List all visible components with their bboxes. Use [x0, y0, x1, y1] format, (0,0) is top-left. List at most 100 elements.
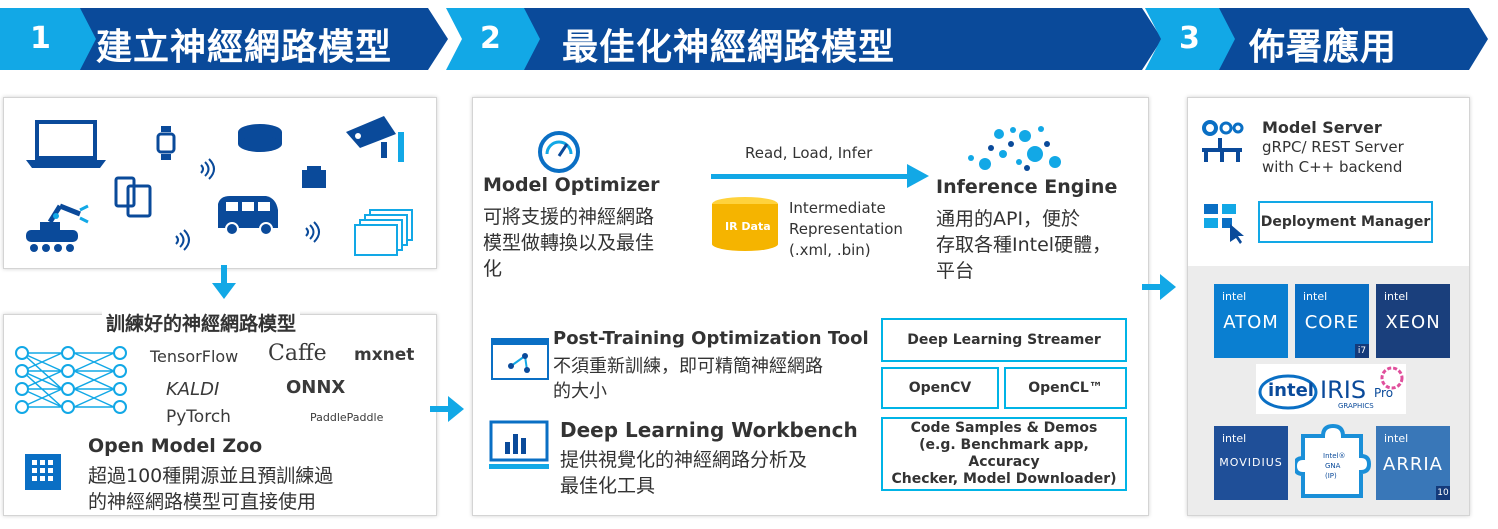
chip-core: intel CORE i7 [1295, 284, 1369, 358]
chip-movidius-brand: intel [1222, 432, 1247, 445]
security-camera-icon [346, 116, 404, 162]
framework-pytorch: PyTorch [166, 407, 231, 427]
step-2-title: 最佳化神經網路模型 [562, 27, 896, 68]
framework-paddlepaddle: PaddlePaddle [310, 411, 384, 424]
step-3-banner-shape [1145, 8, 1488, 70]
inference-engine-icon [968, 126, 1061, 171]
ir-line-1: Intermediate [789, 199, 886, 217]
inference-engine-desc-line1: 通用的API，便於 [936, 208, 1081, 230]
laptop-icon [26, 120, 106, 168]
models-panel: 訓練好的神經網路模型 TensorFlow Caffe mxnet KALDI … [3, 309, 437, 516]
chip-core-name: CORE [1304, 312, 1360, 333]
right-arrow-icon [1142, 274, 1176, 300]
iris-pro-logo: intel IRIS Pro GRAPHICS [1256, 364, 1406, 414]
step-2-number: 2 [480, 21, 501, 56]
chip-core-tier: i7 [1355, 344, 1369, 358]
chip-xeon-name: XEON [1385, 312, 1441, 333]
gna-line2: GNA [1325, 462, 1341, 470]
chip-arria-tier: 10 [1436, 486, 1450, 500]
iris-suffix: Pro [1374, 386, 1394, 400]
open-model-zoo-title: Open Model Zoo [88, 435, 263, 457]
ir-data-cylinder-icon [712, 197, 778, 251]
right-arrow-icon [430, 396, 464, 422]
ir-line-2: Representation [789, 220, 903, 238]
chip-atom-name: ATOM [1223, 312, 1279, 333]
gna-line3: (IP) [1325, 472, 1337, 480]
iris-sub: GRAPHICS [1338, 402, 1374, 410]
opencl-label: OpenCL™ [1028, 379, 1103, 396]
opencv-box: OpenCV [881, 367, 999, 409]
wireless-signal-icon [175, 158, 320, 251]
optimize-panel: Model Optimizer 可將支援的神經網路 模型做轉換以及最佳 化 Re… [472, 97, 1149, 516]
step-2-header: 2 最佳化神經網路模型 [446, 8, 1164, 70]
framework-onnx: ONNX [286, 377, 346, 398]
neural-network-icon [15, 346, 127, 414]
pretrained-models-title: 訓練好的神經網路模型 [102, 309, 301, 336]
deploy-panel: Model Server gRPC/ REST Server with C++ … [1187, 97, 1470, 516]
workbench-monitor-icon [489, 420, 549, 469]
framework-mxnet: mxnet [354, 345, 415, 365]
pot-desc-line2: 的大小 [553, 381, 607, 402]
workbench-title: Deep Learning Workbench [560, 418, 858, 442]
code-samples-line3: Checker, Model Downloader) [891, 471, 1117, 487]
iris-logo-graphic [1258, 366, 1404, 410]
step-3-header: 3 佈署應用 [1145, 8, 1490, 70]
ir-line-3: (.xml, .bin) [789, 241, 871, 259]
van-icon [218, 196, 278, 236]
deep-learning-streamer-box: Deep Learning Streamer [881, 318, 1127, 362]
device-icons [26, 116, 413, 256]
step-3-title: 佈署應用 [1249, 27, 1398, 68]
code-samples-line2: (e.g. Benchmark app, Accuracy [919, 437, 1089, 470]
framework-tensorflow: TensorFlow [150, 347, 239, 366]
deep-learning-streamer-label: Deep Learning Streamer [907, 331, 1101, 348]
deployment-manager-label: Deployment Manager [1260, 213, 1431, 230]
chip-arria: intel ARRIA 10 [1376, 426, 1450, 500]
box-icon [302, 166, 326, 188]
step-1-header: 1 建立神經網路模型 [0, 8, 450, 70]
pot-window-icon [491, 338, 549, 380]
chip-xeon: intel XEON [1376, 284, 1450, 358]
tablet-icon [114, 176, 152, 218]
code-samples-line1: Code Samples & Demos [910, 420, 1098, 436]
speedometer-icon [538, 131, 580, 173]
step-3-number: 3 [1179, 21, 1200, 56]
model-server-title: Model Server [1262, 118, 1382, 137]
model-server-line2: with C++ backend [1262, 158, 1403, 176]
gna-chip: Intel® GNA (IP) [1292, 423, 1372, 502]
step-1-banner-shape [0, 8, 448, 70]
deployment-manager-button[interactable]: Deployment Manager [1258, 201, 1433, 243]
workbench-desc-line2: 最佳化工具 [560, 475, 656, 497]
model-optimizer-desc-line1: 可將支援的神經網路 [483, 206, 655, 228]
router-icon [238, 124, 282, 152]
devices-panel [3, 97, 437, 269]
ir-data-label: IR Data [725, 220, 771, 233]
model-server-line1: gRPC/ REST Server [1262, 138, 1404, 156]
robot-arm-icon [26, 203, 89, 252]
framework-caffe: Caffe [268, 341, 327, 366]
iris-brand: intel [1268, 380, 1314, 401]
flow-arrow-icon [711, 164, 929, 188]
pot-title: Post-Training Optimization Tool [553, 328, 869, 349]
stacked-frames-icon [354, 209, 413, 256]
step-1-title: 建立神經網路模型 [96, 27, 393, 68]
gna-line1: Intel® [1323, 452, 1346, 460]
open-model-zoo-desc-line2: 的神經網路模型可直接使用 [88, 491, 317, 513]
model-optimizer-title: Model Optimizer [483, 174, 660, 196]
open-model-zoo-desc-line1: 超過100種開源並且預訓練過 [88, 465, 334, 487]
iris-name: IRIS [1320, 376, 1367, 404]
chip-arria-name: ARRIA [1383, 454, 1443, 475]
inference-engine-desc-line3: 平台 [936, 260, 975, 282]
chip-movidius-name: MOVIDIUS [1219, 456, 1283, 469]
inference-engine-desc-line2: 存取各種Intel硬體， [936, 234, 1112, 256]
chip-xeon-brand: intel [1384, 290, 1409, 303]
opencv-label: OpenCV [908, 379, 972, 396]
code-samples-box: Code Samples & Demos (e.g. Benchmark app… [881, 417, 1127, 491]
chip-core-brand: intel [1303, 290, 1328, 303]
model-optimizer-desc-line2: 模型做轉換以及最佳 [483, 232, 655, 254]
smartwatch-icon [156, 126, 176, 160]
deployment-manager-icon [1204, 204, 1244, 244]
inference-engine-title: Inference Engine [936, 176, 1118, 198]
chip-arria-brand: intel [1384, 432, 1409, 445]
step-2-banner-shape [446, 8, 1162, 70]
opencl-box: OpenCL™ [1004, 367, 1127, 409]
